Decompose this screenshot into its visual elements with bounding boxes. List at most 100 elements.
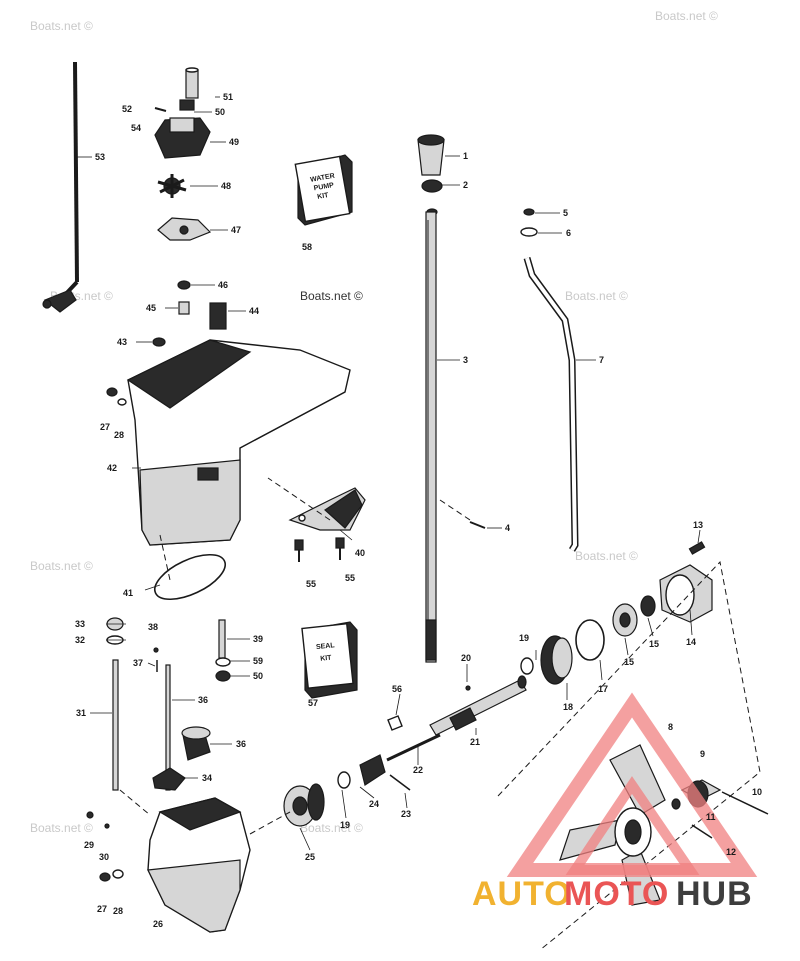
callout-25: 25 — [305, 852, 315, 862]
callout-28: 28 — [114, 430, 124, 440]
kit-label: WATER — [310, 173, 336, 184]
callout-19: 19 — [340, 820, 350, 830]
callout-36: 36 — [198, 695, 208, 705]
driveshaft — [425, 208, 438, 663]
callout-4: 4 — [505, 523, 510, 533]
callout-23: 23 — [401, 809, 411, 819]
watermark: Boats.net © — [575, 549, 638, 563]
callout-5: 5 — [563, 208, 568, 218]
callout-27: 27 — [100, 422, 110, 432]
callout-11: 11 — [706, 812, 716, 822]
seal-kit-box: SEAL KIT — [301, 621, 358, 699]
pin — [469, 521, 486, 529]
callout-27: 27 — [97, 904, 107, 914]
callout-55: 55 — [306, 579, 316, 589]
callout-2: 2 — [463, 180, 468, 190]
callout-26: 26 — [153, 919, 163, 929]
callout-20: 20 — [461, 653, 471, 663]
callouts: 1 2 3 4 5 6 7 8 9 10 11 12 13 14 15 15 1… — [75, 92, 762, 929]
callout-3: 3 — [463, 355, 468, 365]
callout-59: 59 — [253, 656, 263, 666]
callout-47: 47 — [231, 225, 241, 235]
callout-29: 29 — [84, 840, 94, 850]
watermark: Boats.net © — [300, 289, 363, 303]
callout-19: 19 — [519, 633, 529, 643]
callout-39: 39 — [253, 634, 263, 644]
callout-9: 9 — [700, 749, 705, 759]
callout-8: 8 — [668, 722, 673, 732]
callout-57: 57 — [308, 698, 318, 708]
callout-10: 10 — [752, 787, 762, 797]
driveshaft-housing — [106, 339, 351, 546]
callout-48: 48 — [221, 181, 231, 191]
callout-54: 54 — [131, 123, 141, 133]
callout-55: 55 — [345, 573, 355, 583]
assembly-outline — [497, 560, 761, 951]
callout-36: 36 — [236, 739, 246, 749]
callout-38: 38 — [148, 622, 158, 632]
callout-34: 34 — [202, 773, 212, 783]
propeller-shaft — [429, 657, 534, 736]
callout-56: 56 — [392, 684, 402, 694]
callout-44: 44 — [249, 306, 259, 316]
kit-label: KIT — [317, 192, 330, 201]
watermark: Boats.net © — [565, 289, 628, 303]
bearing-carrier — [612, 541, 713, 637]
anti-cavitation-plate — [288, 487, 366, 562]
water-tube — [520, 208, 579, 552]
watermark: Boats.net © — [655, 9, 718, 23]
callout-24: 24 — [369, 799, 379, 809]
callout-21: 21 — [470, 737, 480, 747]
callout-18: 18 — [563, 702, 573, 712]
logo-text-hub: HUB — [676, 875, 753, 913]
reverse-gear — [540, 619, 605, 685]
callout-43: 43 — [117, 337, 127, 347]
water-pump-kit-box: WATER PUMP KIT — [294, 154, 353, 226]
forward-gear — [283, 771, 351, 827]
callout-13: 13 — [693, 520, 703, 530]
watermark: Boats.net © — [300, 821, 363, 835]
callout-15: 15 — [624, 657, 634, 667]
callout-46: 46 — [218, 280, 228, 290]
water-pump-assembly — [152, 67, 227, 347]
callout-14: 14 — [686, 637, 696, 647]
callout-30: 30 — [99, 852, 109, 862]
callout-40: 40 — [355, 548, 365, 558]
callout-49: 49 — [229, 137, 239, 147]
callout-41: 41 — [123, 588, 133, 598]
callout-6: 6 — [566, 228, 571, 238]
top-bushing — [417, 134, 445, 193]
callout-28: 28 — [113, 906, 123, 916]
callout-12: 12 — [726, 847, 736, 857]
callout-17: 17 — [598, 684, 608, 694]
callout-58: 58 — [302, 242, 312, 252]
gasket — [154, 553, 226, 601]
clutch-assembly — [359, 715, 441, 791]
callout-7: 7 — [599, 355, 604, 365]
callout-22: 22 — [413, 765, 423, 775]
kit-label: SEAL — [316, 642, 336, 651]
kit-label: PUMP — [313, 182, 334, 192]
watermark: Boats.net © — [30, 821, 93, 835]
callout-31: 31 — [76, 708, 86, 718]
callout-52: 52 — [122, 104, 132, 114]
watermark: Boats.net © — [30, 559, 93, 573]
callout-37: 37 — [133, 658, 143, 668]
callout-53: 53 — [95, 152, 105, 162]
watermark: Boats.net © — [30, 19, 93, 33]
callout-33: 33 — [75, 619, 85, 629]
kit-label: KIT — [320, 654, 333, 662]
callout-32: 32 — [75, 635, 85, 645]
logo-text-auto: AUTO — [472, 875, 572, 913]
callout-15: 15 — [649, 639, 659, 649]
logo-text-moto: MOTO — [564, 875, 669, 913]
callout-51: 51 — [223, 92, 233, 102]
automotohub-logo: AUTO MOTO HUB — [472, 692, 758, 913]
callout-50: 50 — [215, 107, 225, 117]
callout-50: 50 — [253, 671, 263, 681]
gearcase-studs — [106, 617, 231, 791]
callout-1: 1 — [463, 151, 468, 161]
callout-42: 42 — [107, 463, 117, 473]
